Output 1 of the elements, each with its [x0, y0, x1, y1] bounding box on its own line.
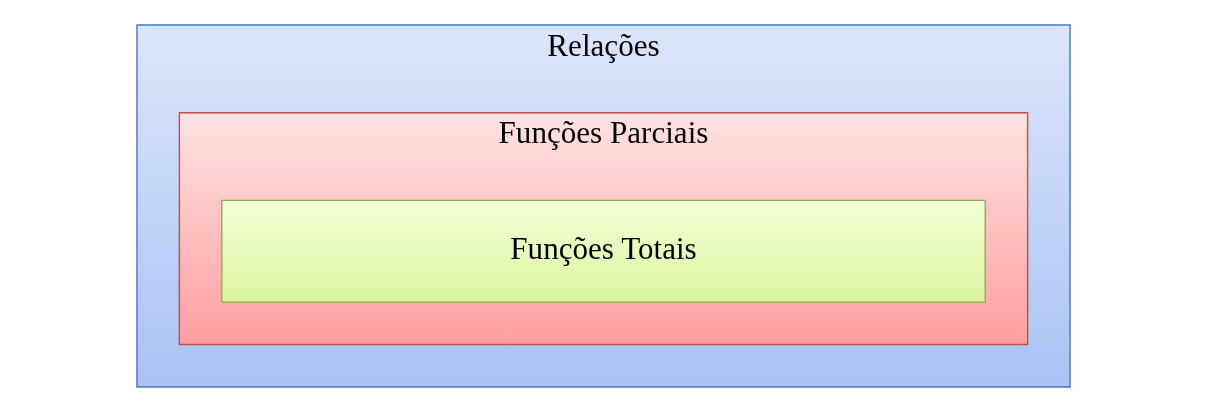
node-box: Funções Totais	[221, 199, 986, 303]
